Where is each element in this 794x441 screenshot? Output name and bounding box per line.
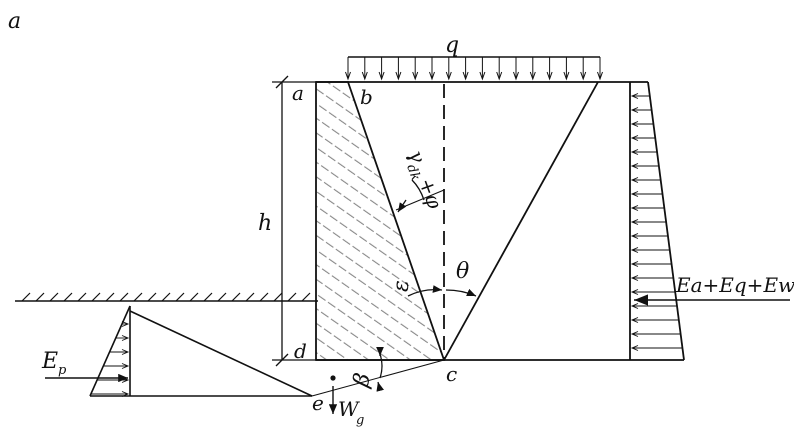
passive-pressure-arrowhead (121, 363, 130, 369)
active-pressure-arrowhead (630, 331, 639, 337)
height-dimension (272, 75, 316, 367)
ground-hatch-tick (105, 292, 115, 302)
wall-body (315, 81, 446, 361)
angle-gamma-arc (395, 179, 445, 213)
passive-pressure-arrowhead (121, 321, 130, 327)
passive-pressure-arrowhead (121, 391, 130, 397)
passive-pressure-arrowhead (121, 349, 130, 355)
surcharge-arrow-head (597, 71, 603, 81)
label-e: e (312, 391, 324, 415)
angle-epsilon-arc (407, 285, 443, 297)
active-pressure-diagram (629, 81, 685, 361)
label-c: c (446, 362, 457, 386)
label-q: q (445, 33, 459, 58)
surcharge-load (345, 56, 603, 81)
label-ea-total: Ea+Eq+Ew (675, 273, 794, 297)
ground-hatch-tick (119, 292, 129, 302)
weight-point (330, 375, 336, 381)
label-epsilon: ε (389, 280, 414, 292)
label-gamma-tail: +φ (414, 175, 447, 212)
ground-hatch-tick (161, 292, 171, 302)
ground-hatch-tick (91, 292, 101, 302)
ground-hatch-tick (259, 292, 269, 302)
active-pressure-arrowhead (630, 219, 639, 225)
active-pressure-arrowhead (630, 233, 639, 239)
ground-hatch-tick (63, 292, 73, 302)
label-gamma-sub: dk (403, 163, 423, 183)
ground-hatch-tick (147, 292, 157, 302)
surcharge-arrow-head (563, 71, 570, 81)
active-pressure-arrowhead (630, 121, 639, 127)
passive-pressure-arrowhead (121, 335, 130, 341)
surcharge-arrow-head (479, 71, 486, 81)
ground-hatch-tick (35, 292, 45, 302)
label-d: d (294, 339, 307, 363)
active-pressure-arrowhead (630, 163, 639, 169)
active-pressure-arrowhead (630, 275, 639, 281)
soil-wedge (316, 81, 684, 361)
label-ep: E (41, 349, 58, 374)
surcharge-arrow-head (445, 71, 452, 81)
active-pressure-arrowhead (630, 93, 639, 99)
active-pressure-arrowhead (630, 345, 639, 351)
ground-hatch-tick (175, 292, 185, 302)
ground-surface-left (15, 292, 318, 302)
surcharge-arrow-head (546, 71, 553, 81)
ground-hatch-tick (231, 292, 241, 302)
label-ep-sub: p (58, 363, 67, 378)
ground-hatch-tick (133, 292, 143, 302)
ground-hatch-tick (217, 292, 227, 302)
active-pressure-arrowhead (630, 191, 639, 197)
active-pressure-arrowhead (630, 261, 639, 267)
ground-hatch-tick (245, 292, 255, 302)
surcharge-arrow-head (513, 71, 519, 81)
surcharge-arrow-head (345, 71, 351, 81)
active-pressure-arrowhead (630, 177, 639, 183)
active-pressure-arrowhead (630, 289, 639, 295)
active-pressure-arrowhead (630, 317, 639, 323)
label-a: a (292, 81, 304, 105)
surcharge-arrow-head (580, 71, 587, 81)
surcharge-arrow-head (496, 71, 503, 81)
passive-pressure-arrows (90, 321, 130, 397)
passive-wedge (89, 305, 313, 397)
label-gamma-group: γ dk +φ (403, 146, 447, 212)
label-b: b (360, 85, 373, 109)
surcharge-arrow-head (462, 71, 469, 81)
active-pressure-arrowhead (630, 149, 639, 155)
surcharge-arrow-head (395, 71, 402, 81)
ground-hatch-tick (77, 292, 87, 302)
panel-label: a (8, 9, 21, 34)
ground-hatch-tick (49, 292, 59, 302)
active-pressure-arrowhead (630, 205, 639, 211)
surcharge-arrow-head (378, 71, 385, 81)
ground-hatch-tick (21, 292, 31, 302)
active-pressure-arrowhead (630, 135, 639, 141)
ground-hatch-tick (273, 292, 283, 302)
angle-beta-arc (311, 346, 445, 397)
surcharge-arrow-head (412, 71, 419, 81)
surcharge-arrow-head (361, 71, 368, 81)
ground-hatch-tick (287, 292, 297, 302)
label-h: h (258, 211, 272, 236)
surcharge-arrow-head (529, 71, 536, 81)
label-theta: θ (456, 259, 469, 284)
ground-hatch-tick (189, 292, 199, 302)
ground-hatch-tick (301, 292, 311, 302)
label-wg-sub: g (356, 413, 364, 428)
ground-hatch-tick (203, 292, 213, 302)
angle-theta-arc (445, 288, 477, 297)
label-beta: β (349, 371, 377, 391)
surcharge-arrow-head (429, 71, 435, 81)
active-pressure-arrowhead (630, 247, 639, 253)
label-wg: W (338, 397, 360, 421)
active-pressure-arrowhead (630, 107, 639, 113)
